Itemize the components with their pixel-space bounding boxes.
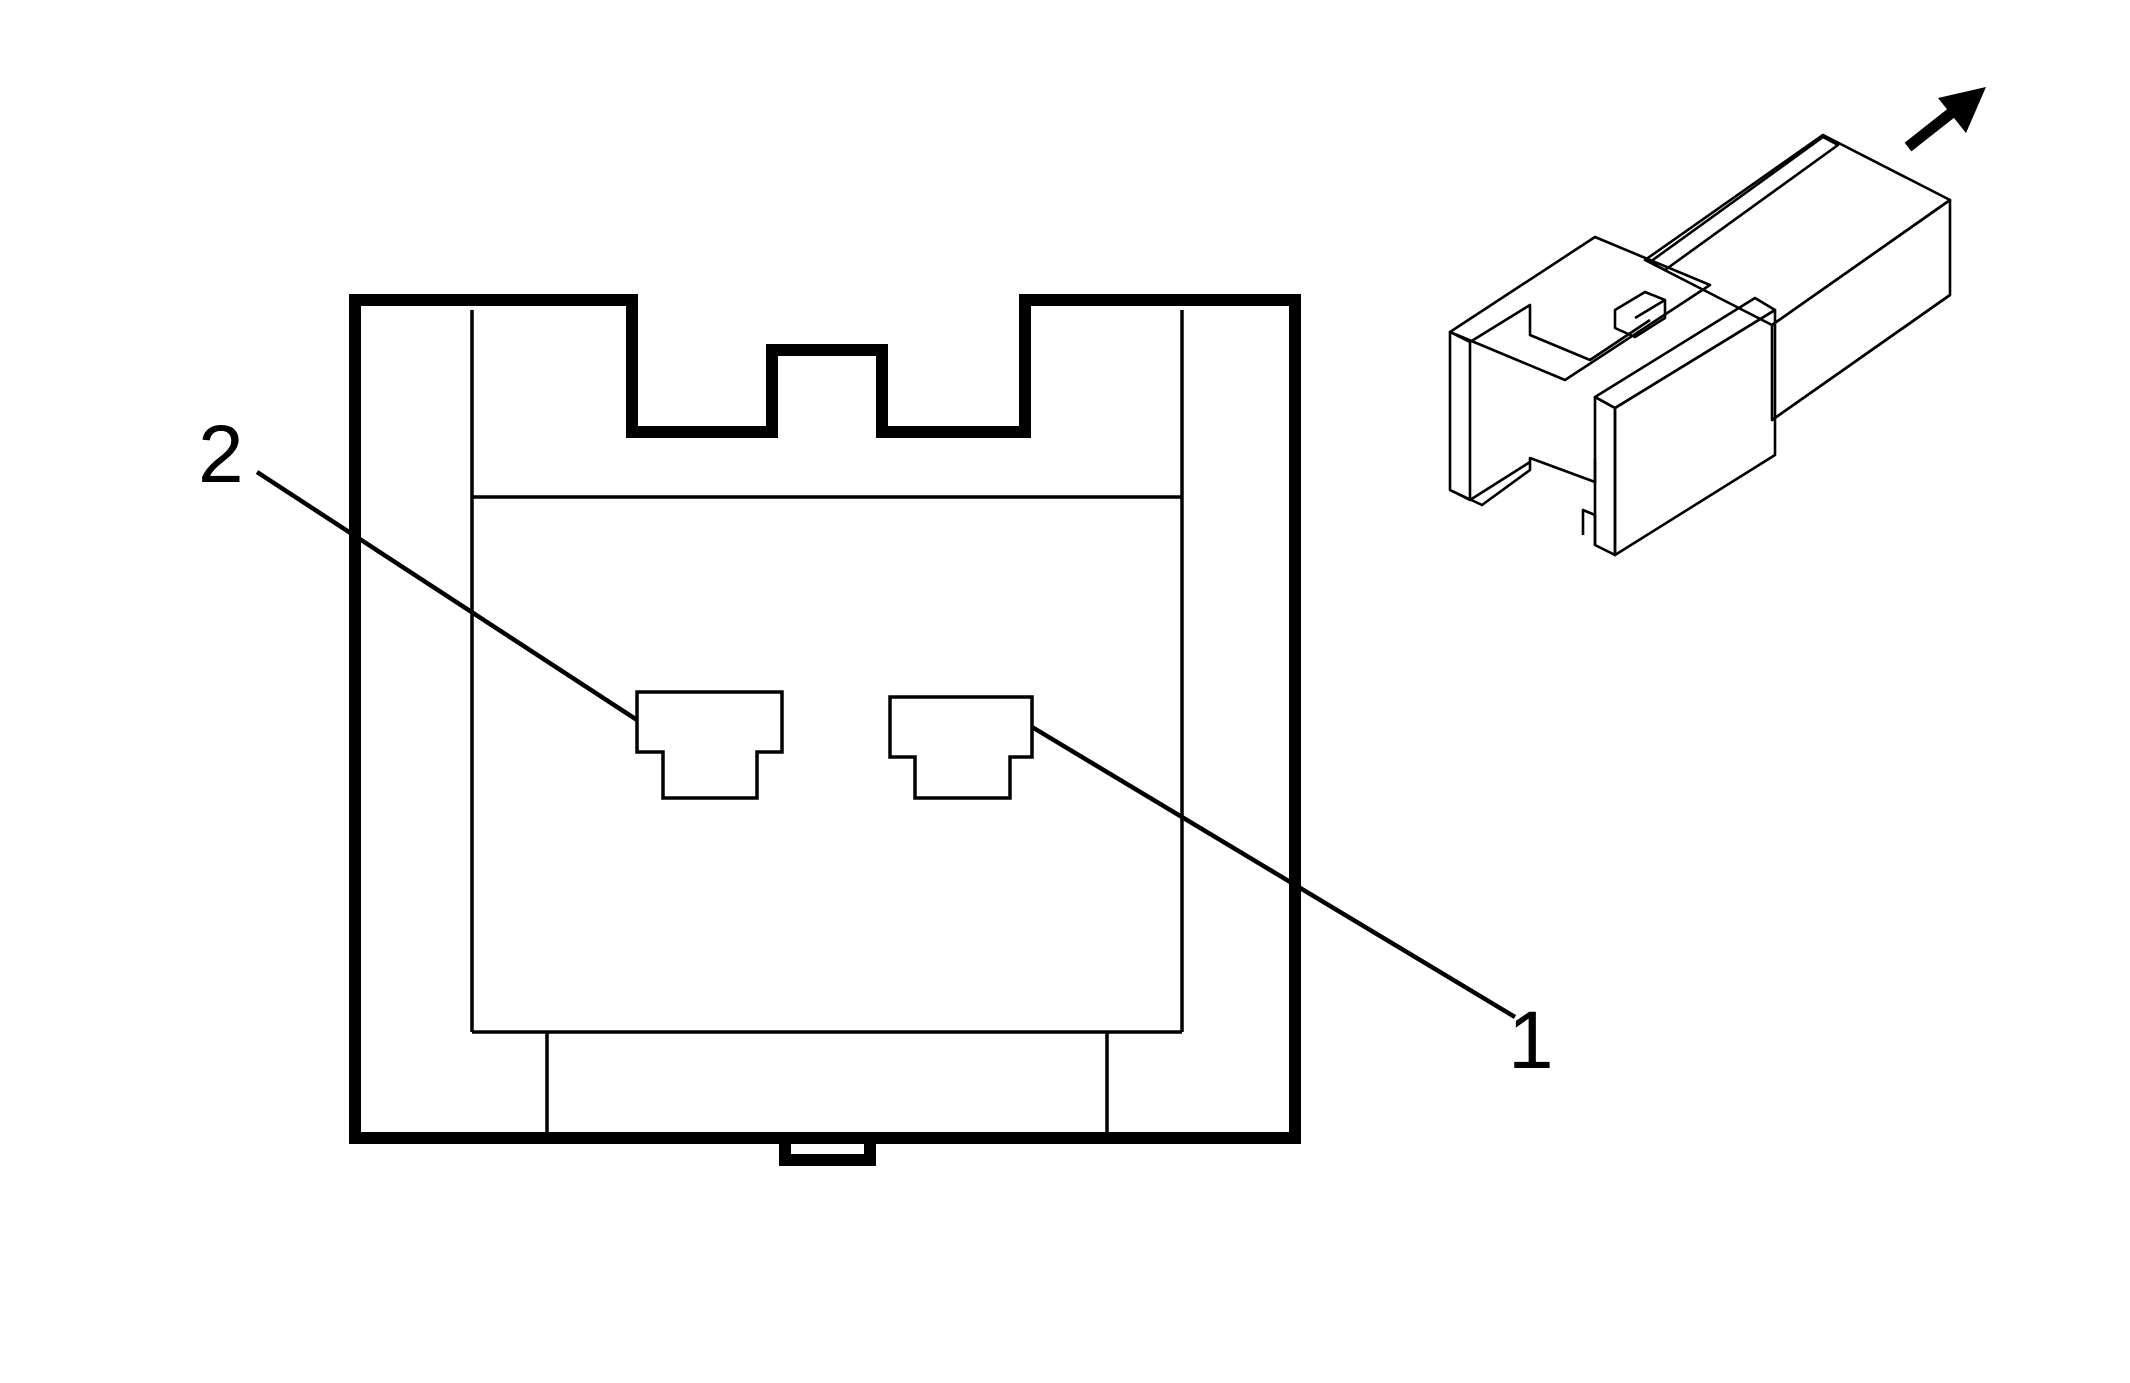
iso-front-left-face <box>1448 330 1472 502</box>
iso-front-left-wall <box>1448 235 1712 382</box>
iso-top-rib <box>1648 135 1840 272</box>
callout-1-label: 1 <box>1508 995 1554 1086</box>
iso-left-channel-top <box>1469 303 1651 362</box>
connector-housing-outline <box>349 294 1301 1144</box>
iso-front-right-lip <box>1581 508 1597 545</box>
callout-2-label: 2 <box>198 409 244 500</box>
callout-2-leader <box>255 470 639 722</box>
iso-front-right-side <box>1613 308 1777 557</box>
iso-latch-tab <box>1613 290 1667 339</box>
terminal-cavity-1 <box>888 695 1034 800</box>
callout-1-leader <box>1030 725 1517 1019</box>
iso-front-right-top <box>1593 296 1777 410</box>
iso-left-inner-edge <box>1469 460 1531 502</box>
iso-rear-body-bottom <box>1771 293 1951 422</box>
iso-latch-tab-edge <box>1634 298 1666 320</box>
iso-front-right-face <box>1593 395 1617 557</box>
connector-face-view <box>349 294 1301 1166</box>
iso-rear-body-front <box>1770 198 1952 422</box>
connector-isometric-view <box>1448 133 1952 557</box>
arrow-up-right-icon <box>1904 87 1986 152</box>
connector-bottom-latch <box>779 1138 876 1166</box>
terminal-cavity-2 <box>635 690 784 800</box>
